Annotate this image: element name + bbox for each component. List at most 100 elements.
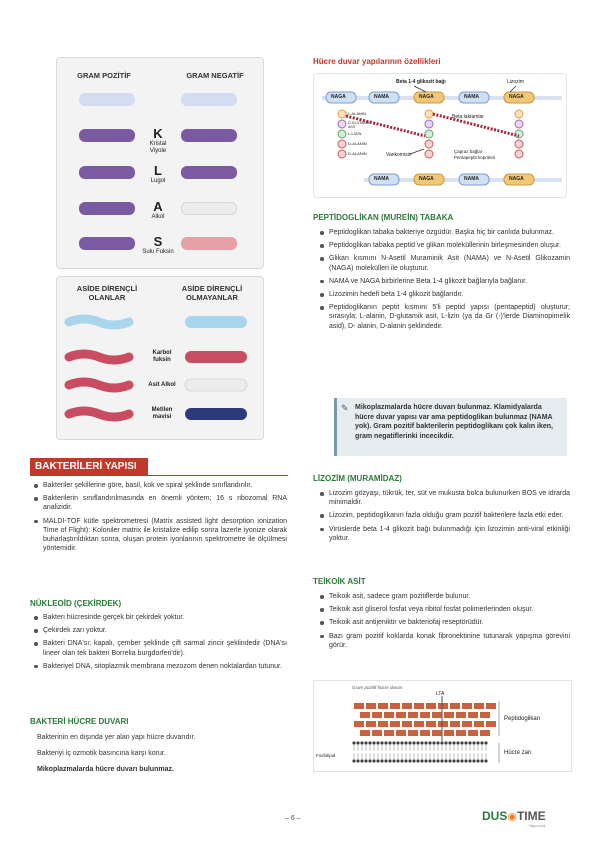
pg-brick: [384, 712, 394, 718]
membrane-figure: Gram pozitif hücre duvarı LTA Peptidogli…: [313, 680, 572, 772]
pg-brick: [366, 703, 376, 709]
lipid-head: [376, 759, 380, 763]
glycan-row-top: [322, 91, 562, 104]
pg-brick: [426, 721, 436, 727]
peptidoglikan-label: Peptidoglikan: [504, 716, 541, 722]
bakteri-list: Bakteriler şekillerine göre, basil, kok …: [32, 481, 287, 557]
lipid-head: [448, 741, 452, 745]
chain-label-1: D-GLUTAMİK ASİT: [348, 121, 370, 129]
vankomisin-arrow: [409, 148, 425, 155]
pg-brick: [456, 730, 466, 736]
lipid-head: [452, 741, 456, 745]
capraz-label: Çapraz bağlar Pentapeptit köprüleri: [454, 149, 496, 160]
acid-resistant-label: ASİDE DİRENÇLİ OLANLAR: [76, 284, 138, 302]
lizozim-list: Lizozim gözyaşı, tükrük, ter, süt ve muk…: [318, 489, 570, 547]
lipid-head: [480, 759, 484, 763]
bakteri-heading: BAKTERİLERİ YAPISI: [35, 461, 137, 472]
acid-cell-0-right: [185, 316, 247, 328]
pg-brick: [402, 703, 412, 709]
pg-brick: [450, 721, 460, 727]
gram-neg-cell-k: [181, 129, 237, 142]
stain-step-k: K Kristal Viyole: [149, 126, 167, 155]
hucre-duvari-heading: BAKTERİ HÜCRE DUVARI: [30, 717, 129, 726]
pg-brick: [474, 703, 484, 709]
nama-label-3: NAMA: [464, 176, 479, 182]
lipid-head: [432, 759, 436, 763]
chain-left: [337, 109, 347, 159]
lipid-head: [464, 741, 468, 745]
pg-bullet-0: Peptidoglikan tabaka bakteriye özgüdür. …: [318, 228, 570, 237]
pg-brick: [390, 703, 400, 709]
lipid-head: [476, 759, 480, 763]
lipid-head: [472, 741, 476, 745]
pg-brick: [402, 721, 412, 727]
beta-arrow: [413, 85, 427, 93]
lipid-head: [392, 741, 396, 745]
teikoik-bullet-1: Teikoik asit gliserol fosfat veya ribito…: [318, 605, 570, 614]
acid-cell-1-left: [64, 349, 134, 365]
lipid-head: [428, 741, 432, 745]
lipid-head: [360, 741, 364, 745]
brand-sub: Yayıncılık: [528, 823, 546, 828]
lipid-head: [472, 759, 476, 763]
naga-label-1: NAGA: [419, 94, 434, 100]
lipid-head: [412, 759, 416, 763]
bakteri-heading-rule: [30, 475, 288, 476]
lipid-head: [440, 741, 444, 745]
teikoik-bullet-2: Teikoik asit antijeniktir ve bakteriofaj…: [318, 618, 570, 627]
pg-brick: [372, 730, 382, 736]
pg-brick: [354, 703, 364, 709]
lipid-bilayer: [352, 741, 488, 763]
wall-figure: NAGA NAMA NAGA NAMA NAGA NAMA NAGA NAMA …: [313, 73, 567, 198]
gram-stain-panel: GRAM POZİTİF GRAM NEGATİF K Kristal Viyo…: [56, 57, 264, 269]
pg-brick: [486, 703, 496, 709]
lipid-head: [356, 741, 360, 745]
nukleoid-list: Bakteri hücresinde gerçek bir çekirdek y…: [32, 613, 287, 675]
lipid-head: [460, 759, 464, 763]
glycan-row-bottom: [364, 173, 562, 186]
lipid-head: [480, 741, 484, 745]
bakteri-heading-box: BAKTERİLERİ YAPISI: [30, 458, 148, 475]
pg-brick: [438, 703, 448, 709]
pg-brick: [444, 712, 454, 718]
lipid-head: [400, 759, 404, 763]
lipid-head: [396, 741, 400, 745]
lipid-head: [464, 759, 468, 763]
nama-label-0: NAMA: [374, 94, 389, 100]
stain-step-l: L Lugol: [150, 163, 166, 185]
lipid-head: [388, 759, 392, 763]
chain-label-2: L-LİZİN: [348, 131, 362, 136]
pg-brick: [474, 721, 484, 727]
lipid-head: [448, 759, 452, 763]
pg-brick: [450, 703, 460, 709]
naga-label-2: NAGA: [509, 94, 524, 100]
teikoik-bullet-3: Bazı gram pozitif koklarda konak fibrone…: [318, 632, 570, 650]
nukleoid-bullet-0: Bakteri hücresinde gerçek bir çekirdek y…: [32, 613, 287, 622]
membrane-top-label: Gram pozitif hücre duvarı: [352, 685, 403, 690]
bakteri-bullet-1: Bakterilerin sınıflandırılmasında en öne…: [32, 494, 287, 512]
lipid-head: [424, 741, 428, 745]
pg-brick: [438, 721, 448, 727]
pg-brick: [372, 712, 382, 718]
brand-time: TIME: [516, 809, 546, 823]
pg-brick: [408, 712, 418, 718]
lipid-head: [364, 741, 368, 745]
stain-step-s: S Sulu Fuksin: [142, 234, 174, 256]
lizozim-arrow: [509, 85, 517, 93]
lipid-head: [372, 741, 376, 745]
lipid-head: [484, 741, 488, 745]
gram-pos-cell-0: [79, 93, 135, 106]
lizozim-bullet-0: Lizozim gözyaşı, tükrük, ter, süt ve muk…: [318, 489, 570, 507]
pg-bullet-3: NAMA ve NAGA birbirlerine Beta 1-4 gliko…: [318, 277, 570, 286]
gram-neg-cell-s: [181, 237, 237, 250]
pg-brick: [396, 712, 406, 718]
acid-cell-0-left: [64, 314, 134, 330]
pg-brick: [462, 703, 472, 709]
lipid-head: [428, 759, 432, 763]
brand-dus: DUS: [482, 809, 508, 823]
vankomisin-label: Vankomisin: [386, 152, 412, 158]
gram-negative-label: GRAM NEGATİF: [186, 71, 244, 80]
pg-bullet-2: Glikan kısmını N-Asetil Muraminik Asit (…: [318, 254, 570, 272]
pg-brick: [378, 703, 388, 709]
lipid-head: [444, 759, 448, 763]
